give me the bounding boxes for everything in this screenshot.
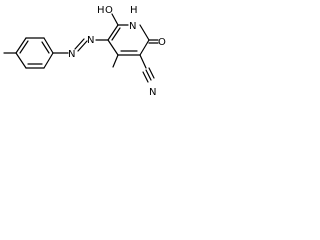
pyridone-c5-c6 bbox=[107, 24, 119, 41]
pyridone-c5-c6-inner bbox=[111, 27, 121, 41]
label-azo-n1: N bbox=[68, 49, 75, 60]
tolyl-ring-bond-6 bbox=[15, 52, 27, 69]
label-azo-n2: N bbox=[87, 35, 94, 46]
chemical-structure-canvas: H O H N N N O N bbox=[0, 0, 174, 99]
label-hydroxyl-h: H bbox=[97, 5, 105, 16]
label-nitrile-n: N bbox=[149, 87, 156, 98]
nitrile-triple-bond-b bbox=[148, 67, 155, 79]
pyridone-c4-c5 bbox=[107, 39, 119, 56]
tolyl-ring-bond-3-inner bbox=[41, 41, 50, 54]
label-ring-h: H bbox=[130, 5, 138, 16]
nitrile-triple-bond-c bbox=[142, 71, 149, 83]
c3-nitrile-bond bbox=[139, 54, 147, 69]
pyridone-n1-c2 bbox=[139, 24, 150, 41]
label-ring-n: N bbox=[129, 21, 136, 32]
c6-hydroxyl-bond bbox=[111, 13, 119, 26]
tolyl-ring-bond-3 bbox=[43, 37, 54, 54]
label-hydroxyl-o: O bbox=[105, 5, 113, 16]
tolyl-ring-bond-1-inner bbox=[19, 40, 29, 54]
c4-methyl-bond bbox=[112, 54, 119, 68]
nitrile-triple-bond-a bbox=[145, 69, 152, 81]
azo-double-bond-a bbox=[74, 38, 85, 50]
tolyl-ring-bond-4 bbox=[43, 52, 54, 69]
label-carbonyl-o: O bbox=[158, 37, 166, 48]
tolyl-ring-bond-1 bbox=[15, 37, 27, 54]
azo-double-bond-b bbox=[77, 40, 88, 52]
molecule-diagram: H O H N N N O N bbox=[3, 5, 166, 98]
pyridone-c2-c3 bbox=[139, 39, 150, 56]
